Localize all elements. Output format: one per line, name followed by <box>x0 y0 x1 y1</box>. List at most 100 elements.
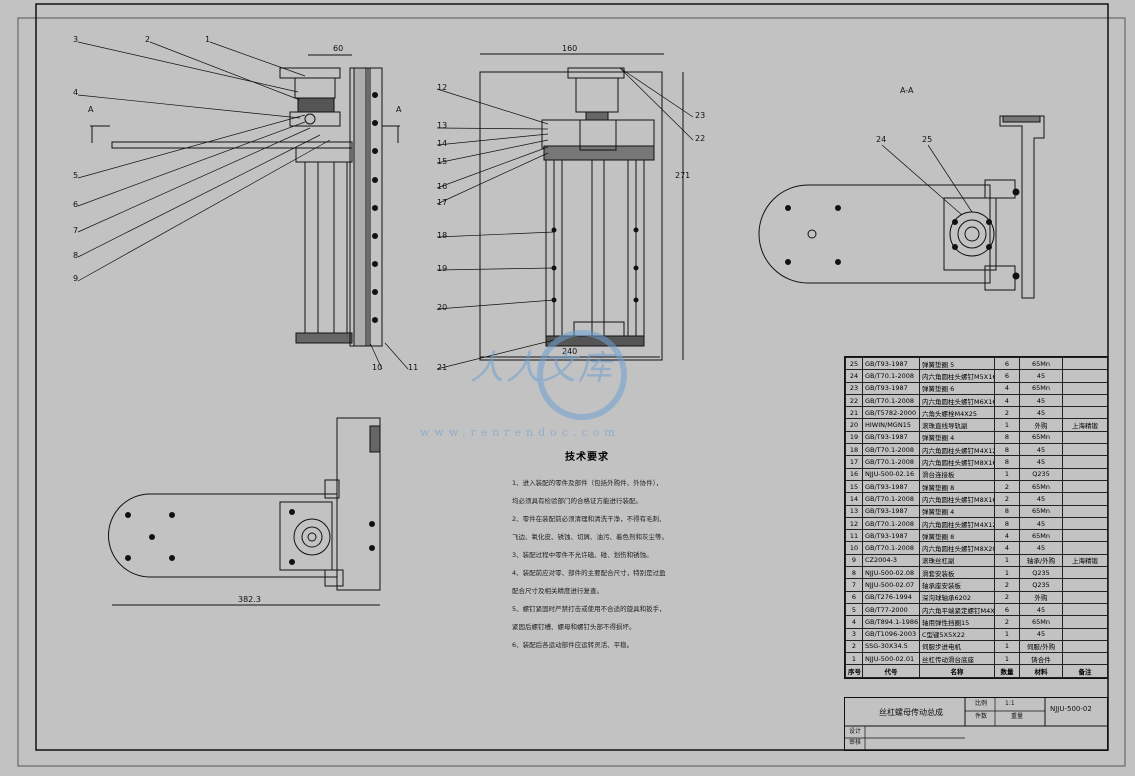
weight-label: 重量 <box>1011 713 1024 720</box>
callout-10: 10 <box>372 363 383 372</box>
callout-13: 13 <box>437 121 448 130</box>
bom-cell: 4 <box>994 541 1020 555</box>
tech-line: 4、装配前应对零、部件的主要配合尺寸，特别是过盈 <box>512 569 666 577</box>
bom-cell: 22 <box>845 393 863 408</box>
tech-line: 紧固后螺钉槽、螺母和螺钉头部不得损坏。 <box>512 623 636 631</box>
tech-line: 1、进入装配的零件及部件（包括外购件、外协件）， <box>512 479 663 487</box>
bom-cell: GB/T894.1-1986 <box>862 615 920 629</box>
left-view <box>77 41 409 370</box>
dim-middle-top: 160 <box>562 44 578 53</box>
bom-cell: 内六角圆柱头螺钉M4X12 <box>919 516 995 531</box>
section-mark-left: A <box>88 105 94 114</box>
bom-cell: 6 <box>845 590 863 604</box>
callout-25: 25 <box>922 135 933 144</box>
bom-cell: GB/T77-2000 <box>862 602 920 617</box>
bom-cell: 内六角圆柱头螺钉M5X16 <box>919 369 995 383</box>
bom-cell: GB/T70.1-2008 <box>862 541 920 555</box>
callout-12: 12 <box>437 83 448 92</box>
bom-cell: 8 <box>994 443 1020 457</box>
bom-cell <box>1062 406 1108 420</box>
bom-cell <box>1062 443 1108 457</box>
bom-cell: 23 <box>845 381 863 395</box>
bom-cell: 65Mn <box>1019 430 1063 445</box>
section-view <box>758 115 1045 299</box>
title-block-grid <box>845 698 1107 750</box>
bom-cell: 内六角圆柱头螺钉M8X16 <box>919 492 995 506</box>
bom-cell: 65Mn <box>1019 615 1063 629</box>
callout-4: 4 <box>73 88 79 97</box>
bom-cell: 19 <box>845 430 863 445</box>
bom-cell: 5 <box>845 602 863 617</box>
bom-cell: 12 <box>845 516 863 531</box>
bom-cell: 45 <box>1019 369 1063 383</box>
bom-cell: GB/T1096-2003 <box>862 627 920 641</box>
dim-bottom-width: 382.3 <box>238 595 261 604</box>
bom-cell: 8 <box>994 430 1020 445</box>
bom-cell: 1 <box>845 652 863 666</box>
bom-cell: 4 <box>994 393 1020 408</box>
bom-cell: NJJU-500-02.16 <box>862 467 920 481</box>
bom-cell: 45 <box>1019 492 1063 506</box>
callout-24: 24 <box>876 135 887 144</box>
bom-cell: 上海精锻 <box>1062 553 1108 568</box>
bom-cell <box>1062 566 1108 580</box>
bom-cell: 弹簧垫圈 5 <box>919 356 995 371</box>
bom-cell: SSG-30X34.5 <box>862 639 920 654</box>
section-title: A-A <box>900 86 914 95</box>
bom-cell: CZ2004-3 <box>862 553 920 568</box>
bom-cell: 六角头螺栓M4X25 <box>919 406 995 420</box>
bom-cell: 65Mn <box>1019 356 1063 371</box>
design-label: 设计 <box>849 728 862 735</box>
bom-cell: NJJU-500-02.08 <box>862 566 920 580</box>
bom-cell: 9 <box>845 553 863 568</box>
sheet-label: 件数 <box>975 713 988 720</box>
bom-cell: 内六角圆柱头螺钉M4X12 <box>919 443 995 457</box>
bom-cell: 45 <box>1019 516 1063 531</box>
bom-cell: 铸合件 <box>1019 652 1063 666</box>
bom-cell: 4 <box>994 381 1020 395</box>
bom-cell: 1 <box>994 639 1020 654</box>
bom-cell: Q235 <box>1019 566 1063 580</box>
callout-11: 11 <box>408 363 419 372</box>
bom-cell <box>1062 467 1108 481</box>
tech-line: 配合尺寸及相关精度进行复查。 <box>512 587 603 595</box>
bom-cell: 4 <box>845 615 863 629</box>
callout-18: 18 <box>437 231 448 240</box>
bom-cell: 1 <box>994 467 1020 481</box>
bom-cell: GB/T276-1994 <box>862 590 920 604</box>
callout-6: 6 <box>73 200 79 209</box>
bom-cell: 24 <box>845 369 863 383</box>
watermark-url: www.renrendoc.com <box>420 426 620 439</box>
bom-cell: 1 <box>994 566 1020 580</box>
bom-cell: 伺服/外购 <box>1019 639 1063 654</box>
bom-cell: 1 <box>994 652 1020 666</box>
bom-cell <box>1062 504 1108 518</box>
bom-cell: 弹簧垫圈 8 <box>919 529 995 543</box>
bom-row: 5GB/T77-2000内六角平端紧定螺钉M4X10645 <box>845 602 1108 617</box>
bom-cell: 6 <box>994 369 1020 383</box>
bom-cell: GB/T93-1987 <box>862 381 920 395</box>
bom-cell <box>1062 430 1108 445</box>
tech-line: 2、零件在装配前必须清理和清洗干净，不得有毛刺、 <box>512 515 666 523</box>
bom-cell: 轴承/外购 <box>1019 553 1063 568</box>
bom-cell: 45 <box>1019 406 1063 420</box>
bom-cell: 2 <box>994 406 1020 420</box>
callout-21: 21 <box>437 363 448 372</box>
callout-22: 22 <box>695 134 706 143</box>
